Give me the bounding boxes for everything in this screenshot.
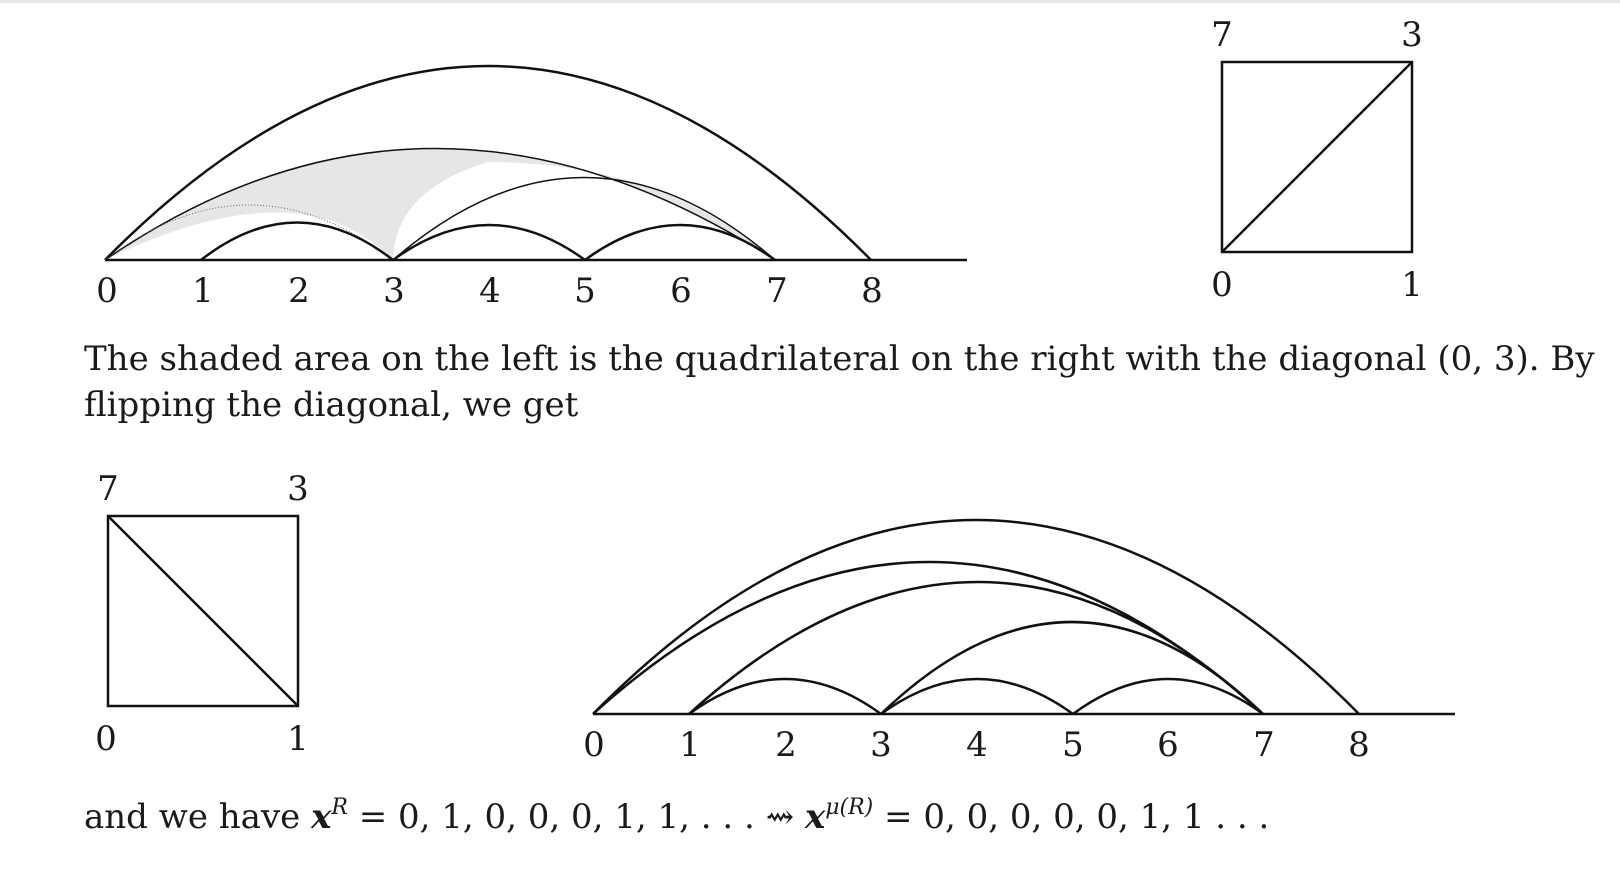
node-label: 3 — [383, 271, 405, 311]
corner-label: 1 — [287, 719, 309, 759]
sequence-2: = 0, 0, 0, 0, 0, 1, 1 . . . — [873, 797, 1270, 837]
arc-1-3 — [688, 677, 882, 716]
equation-line: and we have xR = 0, 1, 0, 0, 0, 1, 1, . … — [84, 794, 1269, 840]
sequence-1: = 0, 1, 0, 0, 0, 1, 1, . . . — [347, 797, 766, 837]
squiggle-arrow-icon: ⇝ — [765, 797, 795, 837]
node-label: 8 — [861, 271, 883, 311]
arc-0-8 — [592, 518, 1360, 715]
corner-label: 0 — [95, 719, 117, 759]
superscript-r: R — [331, 795, 348, 820]
diagonal-7-1 — [107, 515, 299, 707]
paragraph-line: flipping the diagonal, we get — [84, 385, 579, 425]
arc-diagram-1-labels: 0 1 2 3 4 5 6 7 8 — [96, 271, 883, 311]
node-label: 5 — [574, 271, 596, 311]
arc-3-7 — [880, 620, 1264, 715]
arc-3-7 — [392, 176, 776, 261]
node-label: 0 — [96, 271, 118, 311]
node-label: 1 — [192, 271, 214, 311]
arc-1-7 — [688, 580, 1264, 715]
superscript-mu-r: μ(R) — [825, 795, 874, 820]
arc-diagram-1 — [104, 64, 967, 262]
diagonal-0-3 — [1221, 61, 1413, 253]
arc-diagram-2 — [592, 518, 1455, 716]
node-label: 1 — [679, 725, 701, 765]
node-label: 6 — [670, 271, 692, 311]
corner-label: 0 — [1211, 265, 1233, 305]
arc-3-5 — [880, 677, 1074, 716]
vector-x: x — [804, 797, 826, 837]
node-label: 4 — [966, 725, 988, 765]
square-outline — [106, 514, 300, 708]
corner-label: 3 — [1401, 15, 1423, 55]
node-label: 8 — [1348, 725, 1370, 765]
node-label: 3 — [870, 725, 892, 765]
corner-label: 3 — [287, 469, 309, 509]
node-label: 7 — [766, 271, 788, 311]
top-divider — [0, 0, 1620, 3]
arc-0-3-dashed — [104, 204, 394, 261]
arc-5-7 — [1072, 677, 1264, 716]
node-label: 5 — [1062, 725, 1084, 765]
quadrilateral-1 — [1220, 60, 1414, 254]
quadrilateral-2 — [106, 514, 300, 708]
node-label: 2 — [775, 725, 797, 765]
vector-x: x — [311, 797, 332, 837]
arc-0-7 — [104, 147, 776, 261]
node-label: 7 — [1253, 725, 1275, 765]
node-label: 6 — [1157, 725, 1179, 765]
square-outline — [1220, 60, 1414, 254]
node-label: 0 — [583, 725, 605, 765]
corner-label: 7 — [97, 469, 119, 509]
corner-label: 1 — [1401, 265, 1423, 305]
paragraph-line: The shaded area on the left is the quadr… — [84, 339, 1595, 379]
arc-0-8 — [104, 64, 872, 261]
shaded-region — [105, 148, 775, 260]
node-label: 4 — [479, 271, 501, 311]
arc-3-5 — [392, 223, 586, 262]
arc-1-3 — [200, 221, 394, 261]
arc-5-7 — [584, 223, 776, 262]
corner-label: 7 — [1211, 15, 1233, 55]
arc-diagram-2-labels: 0 1 2 3 4 5 6 7 8 — [583, 725, 1370, 765]
equation-prefix: and we have — [84, 797, 312, 837]
node-label: 2 — [288, 271, 310, 311]
